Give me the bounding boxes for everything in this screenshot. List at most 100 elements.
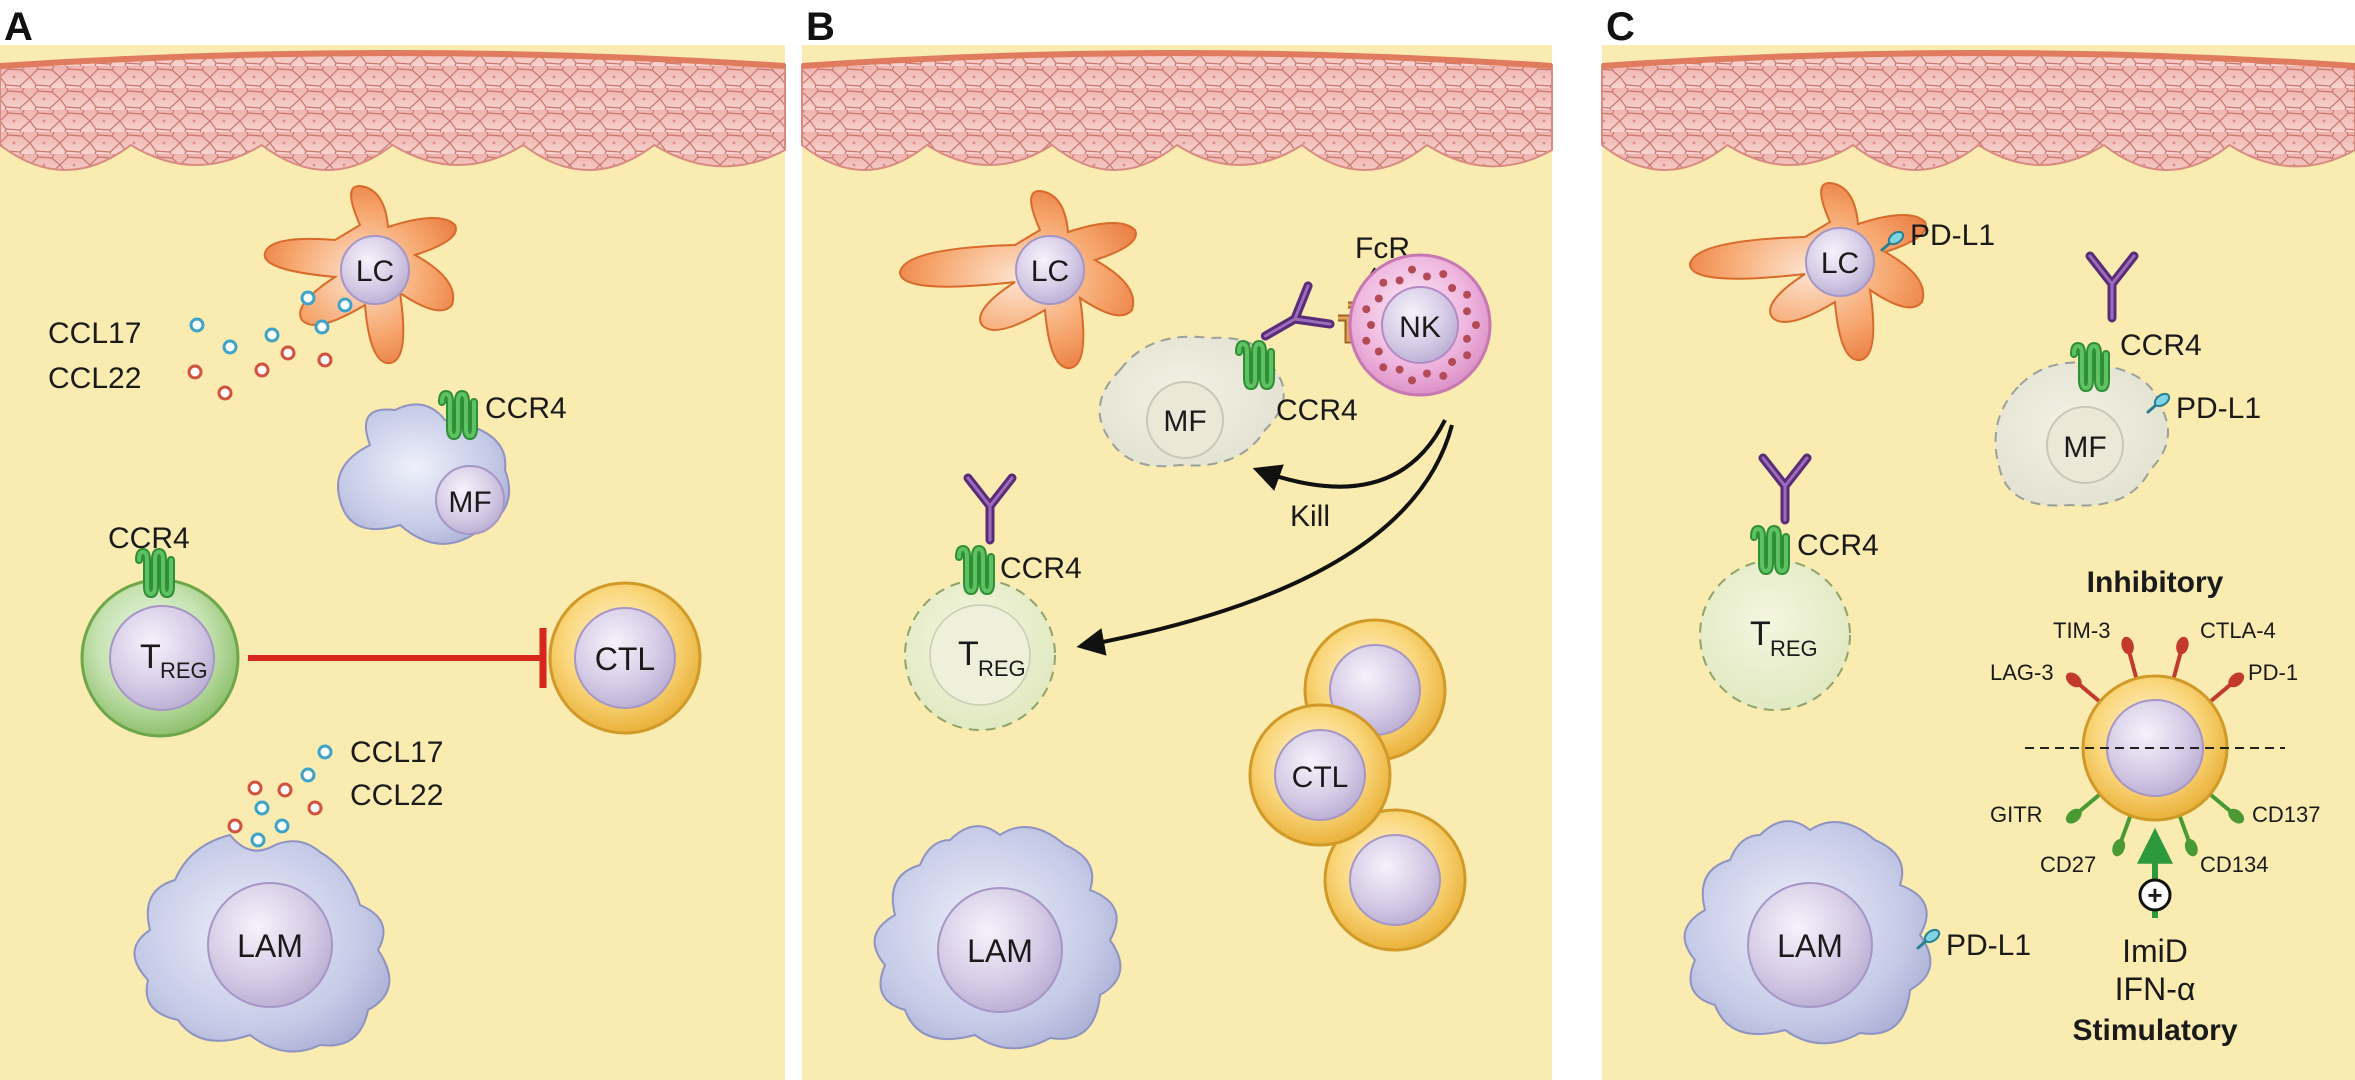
imid-label: ImiD [2122, 933, 2188, 969]
lc-nucleus [340, 235, 410, 305]
treg-label-main: T [140, 638, 161, 676]
ccr4-label-treg: CCR4 [1797, 529, 1879, 562]
ccr4-receptor-treg [959, 549, 991, 591]
cd27-receptor-stalk [2118, 813, 2133, 843]
pdl1-label-lc: PD-L1 [1910, 219, 1995, 252]
nk-granule [1395, 276, 1404, 285]
mf-cell-dying: MF CCR4 [1098, 286, 1358, 468]
ctla4-label: CTLA-4 [2200, 618, 2276, 643]
cd137-receptor [2228, 808, 2245, 824]
nk-granule [1408, 265, 1416, 274]
mf-label: MF [2063, 431, 2106, 464]
chemokine-dots-bottom [227, 744, 333, 848]
ctla4-receptor [2121, 636, 2134, 655]
lag3-label: LAG-3 [1990, 660, 2054, 685]
nk-granule [1374, 294, 1383, 303]
skin-surface [1601, 50, 2355, 69]
cd27-label: CD27 [2040, 852, 2096, 877]
cd137-receptor-stalk [2207, 791, 2233, 814]
pd1-receptor [2228, 672, 2245, 688]
lag3-receptor [2065, 672, 2082, 688]
lc-label: LC [1821, 247, 1859, 280]
nk-granule [1463, 290, 1472, 299]
treg-label-sub: REG [978, 656, 1026, 681]
stimulatory-label: Stimulatory [2072, 1014, 2237, 1047]
ccr4-receptor-treg [1754, 529, 1786, 571]
treg-cell-faint: T REG CCR4 [1699, 458, 1879, 711]
ccr4-receptor-mf [2074, 346, 2106, 388]
nk-granule [1362, 336, 1371, 345]
nk-granule [1423, 272, 1431, 281]
ccr4-receptor-mf [1239, 344, 1271, 386]
treg-cell: T REG CCR4 [80, 522, 240, 738]
panel-backgrounds [0, 45, 2355, 1080]
ccr4-receptor-treg [139, 552, 171, 594]
pd1-receptor-stalk [2207, 682, 2233, 705]
stimulation-arrow: + [2137, 827, 2173, 918]
nk-granule [1379, 278, 1388, 287]
pd1-label: PD-1 [2248, 660, 2298, 685]
lc-label: LC [356, 255, 394, 288]
nk-granule [1463, 334, 1471, 343]
checkpoint-receptors [2065, 636, 2245, 857]
treg-cell-dying: T REG CCR4 [904, 478, 1082, 731]
pdl1-label-lam: PD-L1 [1946, 929, 2031, 962]
ctla4-receptor-stalk [2127, 650, 2139, 681]
skin-surface [801, 50, 1553, 69]
treg-label-main: T [958, 635, 979, 673]
ctl-cell: CTL [548, 581, 702, 735]
panel-b: B LC MF CCR4 FcR NK [806, 5, 1492, 1050]
checkpoint-t-cell [2025, 636, 2285, 857]
cd27-receptor [2112, 838, 2126, 857]
mf-cell: MF CCR4 [337, 392, 567, 545]
langerhans-cell: LC [263, 185, 457, 365]
ccl17-label-top: CCL17 [48, 317, 141, 350]
nk-granule [1367, 321, 1375, 329]
pdl1-label-mf: PD-L1 [2176, 392, 2261, 425]
ccl17-label-bottom: CCL17 [350, 736, 443, 769]
langerhans-cell: LC [1688, 182, 1927, 362]
treg-label-main: T [1750, 615, 1771, 653]
treg-label-sub: REG [1770, 636, 1818, 661]
langerhans-cell: LC [898, 190, 1137, 370]
nk-granule [1379, 363, 1388, 372]
treg-label-sub: REG [160, 658, 208, 683]
panel-a-background [0, 45, 785, 1080]
nk-granule [1423, 369, 1431, 378]
nk-granule [1439, 371, 1448, 380]
lam-label: LAM [237, 928, 303, 964]
cd134-label: CD134 [2200, 852, 2268, 877]
gitr-receptor-stalk [2077, 791, 2103, 814]
nk-granule [1472, 321, 1480, 329]
cd134-receptor [2184, 838, 2198, 857]
ccr4-label-treg: CCR4 [108, 522, 190, 555]
nk-granules [1362, 265, 1480, 385]
inhibitory-label: Inhibitory [2087, 566, 2224, 599]
panel-letter-c: C [1606, 5, 1635, 49]
panel-a: A LC CCL17 CCL22 MF [4, 5, 702, 1053]
lag3-receptor-stalk [2077, 682, 2103, 705]
lam-cell: LAM [873, 825, 1122, 1050]
lam-label: LAM [967, 933, 1033, 969]
lc-label: LC [1031, 255, 1069, 288]
tim3-receptor-stalk [2171, 650, 2183, 681]
gitr-receptor [2065, 808, 2082, 824]
skin-surface [0, 50, 786, 69]
ctl-cluster: CTL [1248, 618, 1467, 952]
nk-granule [1463, 351, 1472, 360]
kill-arrows: Kill [1076, 419, 1454, 656]
ccl22-label-top: CCL22 [48, 362, 141, 395]
ccr4-receptor-mf [442, 394, 474, 436]
panel-c: C LC PD-L1 MF CCR4 PD-L1 T REG CCR4 [1606, 5, 2320, 1047]
ccr4-label-treg: CCR4 [1000, 552, 1082, 585]
nk-granule [1408, 376, 1416, 385]
tim3-receptor [2176, 636, 2189, 655]
chemokine-dots-top [187, 290, 353, 401]
mf-label: MF [1163, 405, 1206, 438]
nk-label: NK [1399, 311, 1441, 344]
mf-label: MF [448, 486, 491, 519]
nk-granule [1362, 305, 1371, 314]
cd134-receptor-stalk [2177, 813, 2192, 843]
plus-icon [2138, 878, 2172, 912]
